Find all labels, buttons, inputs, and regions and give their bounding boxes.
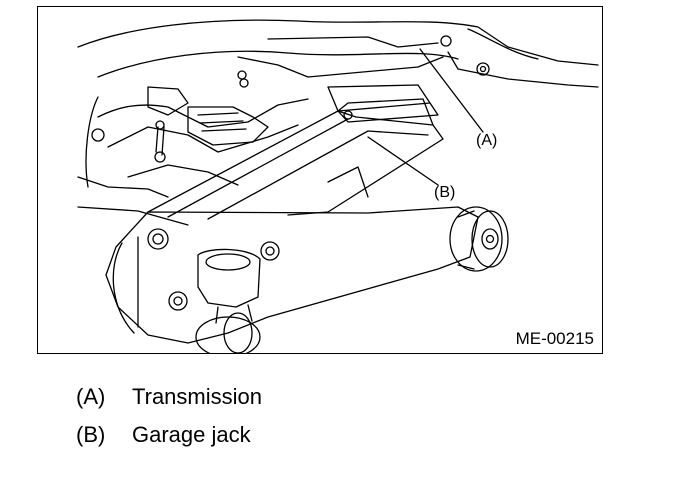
leader-line-b	[367, 136, 439, 186]
garage-jack-illustration: (A) (B)	[77, 19, 599, 353]
legend-label: Garage jack	[132, 422, 251, 447]
callout-a: (A)	[476, 132, 497, 149]
illustration-frame: (A) (B) ME-00215	[37, 6, 603, 354]
legend-key: (A)	[76, 384, 106, 409]
callout-b: (B)	[434, 184, 455, 201]
figure-code: ME-00215	[515, 329, 594, 348]
leader-line-a	[419, 48, 484, 133]
legend: (A) Transmission (B) Garage jack	[76, 382, 262, 458]
legend-key: (B)	[76, 422, 106, 447]
transmission-drawing	[77, 19, 599, 226]
legend-item: (A) Transmission	[76, 382, 262, 420]
garage-jack-drawing	[105, 206, 509, 353]
legend-item: (B) Garage jack	[76, 420, 262, 458]
legend-label: Transmission	[132, 384, 262, 409]
jack-arm-drawing	[147, 98, 444, 220]
